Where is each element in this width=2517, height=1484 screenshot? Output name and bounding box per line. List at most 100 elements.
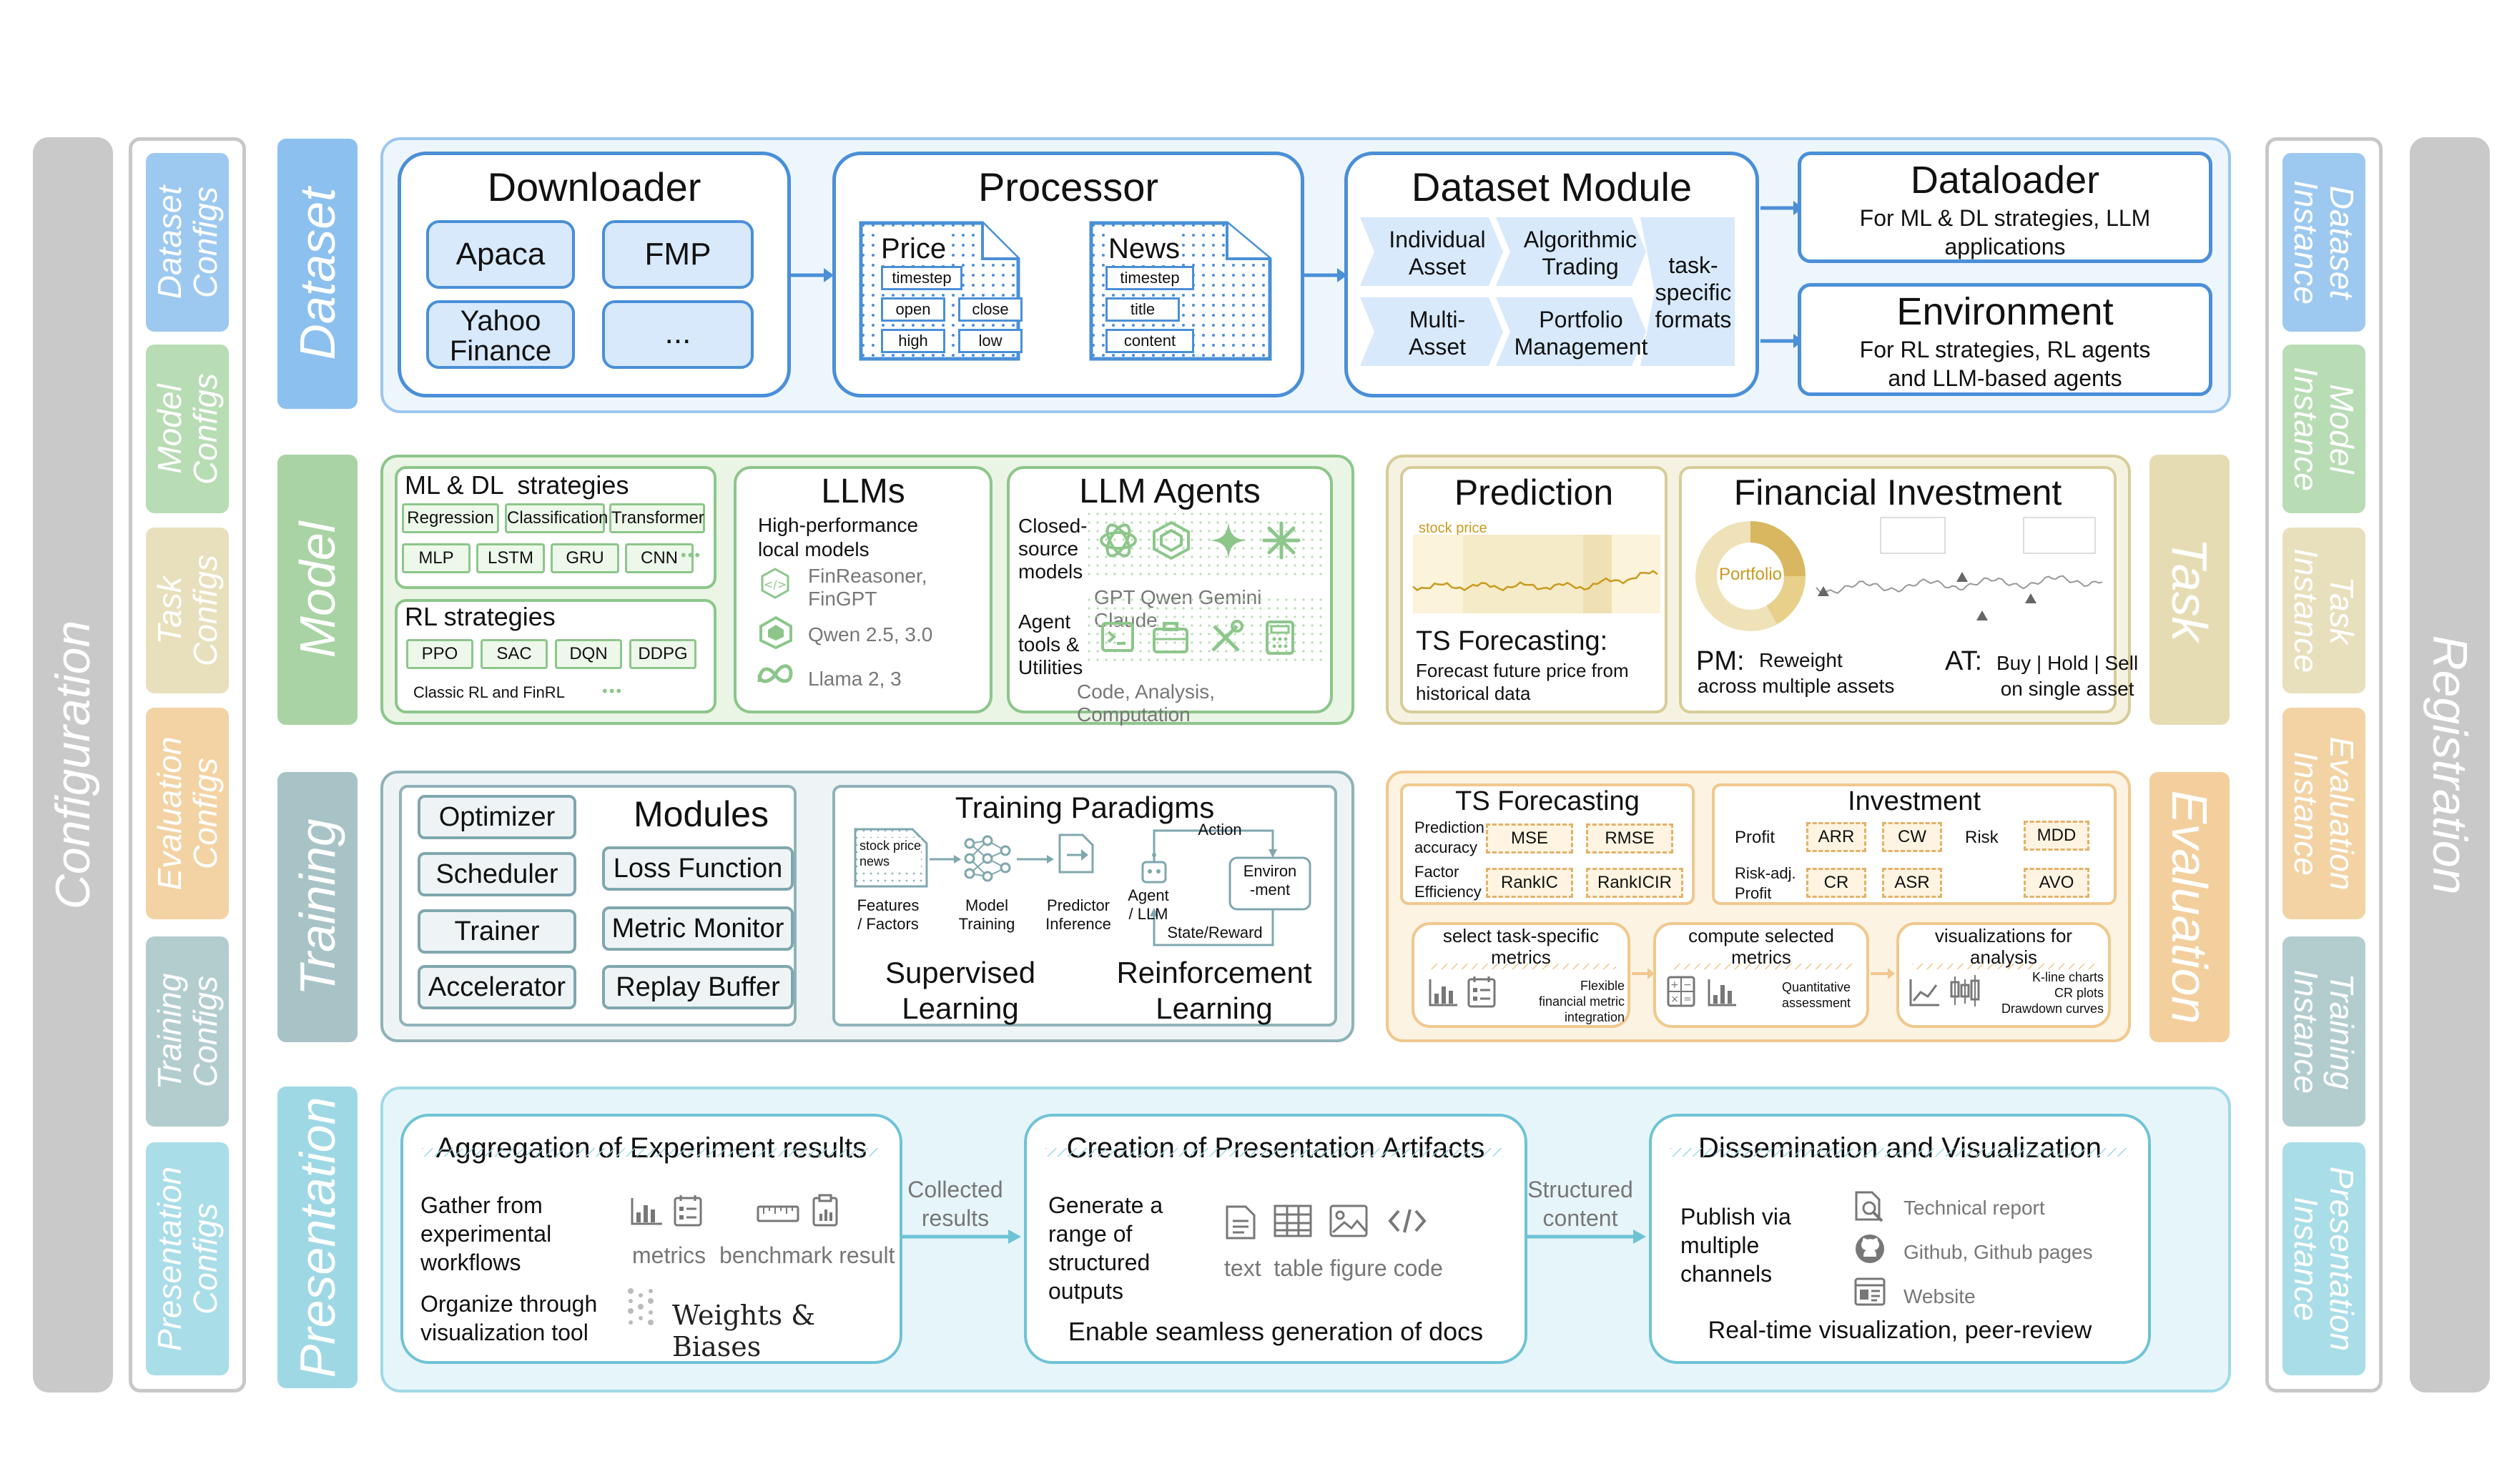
arrow1-label: Collected results [907,1177,1003,1231]
layer-label-evaluation: Evaluation [2162,790,2217,1024]
rl-env-label: Environ -ment [1243,862,1297,899]
metrics-checklist-icon [674,1195,702,1227]
news-field-title: title [1105,297,1180,322]
predictor-icon [1058,833,1094,874]
configuration-bar: Configuration [33,137,113,1393]
channel-github: Github, Github pages [1903,1241,2093,1263]
metrics-bar-icon [631,1198,662,1225]
chip-ddpg: DDPG [629,639,696,669]
reinforcement-learning-label: Reinforcement Learning [1116,956,1312,1025]
sl-features-label: Features / Factors [857,896,920,933]
source-yahoo-finance: Yahoo Finance [426,300,575,369]
chip-transformer: Transformer [609,503,705,533]
config-label-line2: Configs [187,1203,224,1315]
module-replay-buffer: Replay Buffer [602,965,794,1009]
layer-tab-evaluation: Evaluation [2149,772,2230,1042]
rl-title: RL strategies [405,602,556,631]
dm-task-specific-formats: task- specific formats [1655,252,1732,332]
source-fmp: FMP [602,220,754,289]
arrow2-label: Structured content [1527,1177,1633,1231]
registration-bar: Registration [2410,137,2490,1393]
channel-technical-report: Technical report [1903,1197,2045,1219]
eval-investment-title: Investment [1848,786,1981,816]
layer-label-presentation: Presentation [290,1097,345,1378]
instance-label-line2: Instance [2287,548,2325,673]
metric-mdd: MDD [2024,821,2089,851]
eval-step-hatching [1430,964,2097,969]
metric-cw: CW [1882,822,1942,852]
aggregation-benchmark-label: benchmark result [719,1242,895,1268]
aggregation-hatch [422,1148,880,1157]
website-icon [1854,1277,1886,1306]
instance-label-line2: Instance [2287,367,2325,491]
prediction-chart-label: stock price [1419,520,1487,536]
dissemination-bottom: Real-time visualization, peer-review [1708,1317,2092,1344]
layer-label-model: Model [290,521,345,658]
code-bracket-icon: </> [761,568,789,599]
instance-label-line1: Presentation [2323,1166,2360,1352]
neural-net-icon [964,835,1011,882]
source-more: ... [602,300,754,369]
eval-factor-eff-label: Factor Efficiency [1414,863,1482,901]
layer-tab-dataset: Dataset [277,139,358,409]
arrow-to-dataloader [1760,201,1803,215]
eval-profit-label: Profit [1735,828,1775,847]
dataloader-box: Dataloader For ML & DL strategies, LLM a… [1798,152,2212,263]
arrow-aggregation-creation [902,1230,1021,1244]
chip-ppo: PPO [406,639,473,669]
benchmark-clipboard-icon [812,1194,838,1227]
qwen-icon [759,615,792,650]
dm-algorithmic-trading: Algorithmic Trading [1523,227,1637,280]
arrow-downloader-processor [791,268,834,282]
stock-price-chart [1412,535,1660,613]
config-label-line1: Task [151,576,188,645]
price-field-open: open [881,297,945,322]
downloader-title: Downloader [487,164,701,209]
metric-avo: AVO [2024,868,2089,898]
aggregation-organize: Organize through visualization tool [420,1291,598,1345]
mldl-title: ML & DL strategies [405,470,629,500]
metric-arr: ARR [1806,822,1866,852]
prediction-title: Prediction [1454,473,1614,513]
chip-classification: Classification [505,503,608,533]
config-label-line2: Configs [187,187,224,298]
metric-cr: CR [1806,868,1866,898]
chip-gru: GRU [551,543,619,573]
environment-title: Environment [1896,290,2114,333]
paradigms-title: Training Paradigms [955,791,1215,824]
agents-tools-names: Code, Analysis, Computation [1077,681,1215,726]
module-metric-monitor: Metric Monitor [602,906,794,951]
trading-chart [1816,517,2103,620]
svg-text:−: − [1683,979,1692,991]
instance-label-line1: Training [2323,973,2360,1090]
eval-step-visualize-desc: K-line charts CR plots Drawdown curves [2001,970,2104,1016]
rl-agent-label: Agent / LLM [1128,886,1169,923]
config-label-line2: Configs [187,555,224,666]
llms-box: LLMs High-performance local models FinRe… [734,466,992,713]
eval-pred-acc-label: Prediction accuracy [1414,818,1484,856]
pm-desc: Reweight across multiple assets [1698,649,1895,697]
creation-types: text table figure code [1224,1255,1443,1281]
metric-rmse: RMSE [1586,823,1673,854]
layer-tab-training: Training [277,772,358,1042]
eval-step-compute-desc: Quantitative assessment [1781,980,1851,1010]
instance-label-line2: Instance [2287,180,2325,305]
eval-step-visualize-title: visualizations for analysis [1934,925,2073,968]
calculator-eval-icon: + − × = [1667,976,1695,1007]
svg-text:×: × [1670,994,1679,1005]
terminal-icon [1101,622,1134,652]
config-label-line1: Training [151,973,188,1090]
dm-multi-asset: Multi- Asset [1408,307,1467,360]
instance-label-line1: Dataset [2323,185,2360,300]
agents-closed-source: Closed- source models [1018,515,1088,583]
creation-bottom: Enable seamless generation of docs [1068,1317,1484,1346]
benchmark-ruler-icon [757,1205,799,1222]
